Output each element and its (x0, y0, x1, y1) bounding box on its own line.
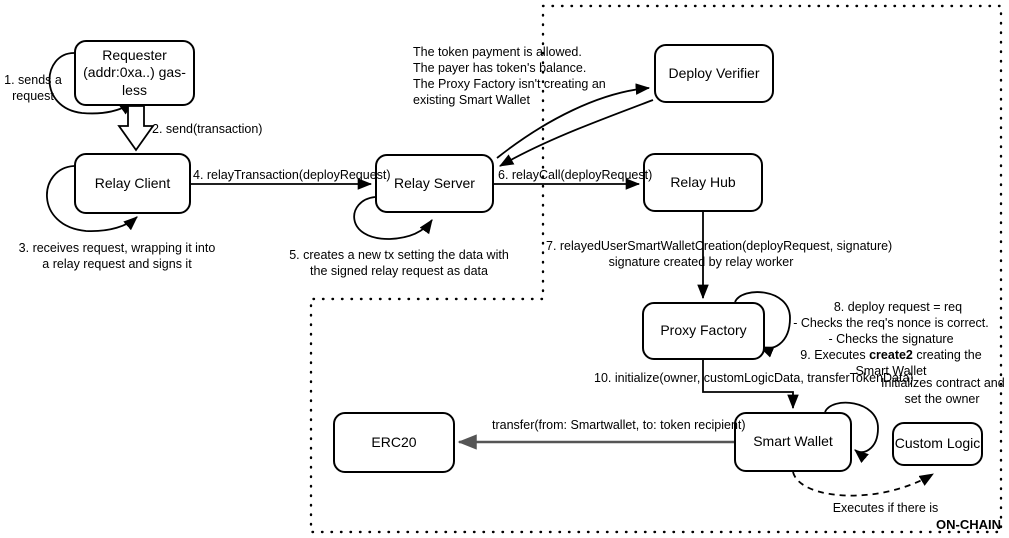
node-relay-server-label: Relay Server (394, 174, 475, 191)
node-deploy-verifier[interactable]: Deploy Verifier (654, 44, 774, 103)
label-step-3: 3. receives request, wrapping it into a … (18, 241, 216, 271)
label-deploy-verifier-note: The token payment is allowed. The payer … (413, 45, 606, 107)
node-custom-logic[interactable]: Custom Logic (892, 422, 983, 466)
node-smart-wallet[interactable]: Smart Wallet (734, 412, 852, 472)
arrow-smart-wallet-to-custom-logic (792, 471, 934, 497)
node-proxy-factory-label: Proxy Factory (660, 322, 747, 339)
label-step-1: 1. sends a request (4, 73, 62, 103)
node-erc20[interactable]: ERC20 (333, 412, 455, 473)
node-proxy-factory[interactable]: Proxy Factory (642, 302, 765, 360)
node-erc20-label: ERC20 (371, 433, 417, 450)
node-relay-client[interactable]: Relay Client (74, 153, 191, 214)
label-step-8-9-text: 8. deploy request = req - Checks the req… (793, 300, 989, 378)
node-relay-hub[interactable]: Relay Hub (643, 153, 763, 212)
node-relay-client-label: Relay Client (94, 174, 171, 191)
label-step-5: 5. creates a new tx setting the data wit… (289, 248, 509, 278)
node-relay-hub-label: Relay Hub (670, 173, 736, 190)
node-deploy-verifier-label: Deploy Verifier (668, 64, 760, 81)
node-relay-server[interactable]: Relay Server (375, 154, 494, 213)
label-executes-note: Executes if there is (832, 501, 939, 515)
arrow-deploy-verifier-to-relay-server (499, 99, 654, 167)
label-initializes-note: Initializes contract and set the owner (881, 376, 1005, 406)
node-requester[interactable]: Requester (addr:0xa..) gas-less (74, 40, 195, 106)
arrow-requester-to-relay-client (117, 105, 155, 152)
label-transfer: transfer(from: Smartwallet, to: token re… (492, 418, 746, 432)
node-smart-wallet-label: Smart Wallet (753, 433, 833, 450)
node-custom-logic-label: Custom Logic (894, 435, 981, 452)
label-step-2: 2. send(transaction) (152, 122, 263, 136)
label-step-4: 4. relayTransaction(deployRequest) (193, 168, 391, 182)
on-chain-label: ON-CHAIN (936, 517, 1001, 532)
label-step-10: 10. initialize(owner, customLogicData, t… (594, 371, 914, 385)
label-step-7: 7. relayedUserSmartWalletCreation(deploy… (546, 239, 893, 269)
node-requester-label: Requester (addr:0xa..) gas-less (83, 47, 186, 98)
label-step-6: 6. relayCall(deployRequest) (498, 168, 653, 182)
